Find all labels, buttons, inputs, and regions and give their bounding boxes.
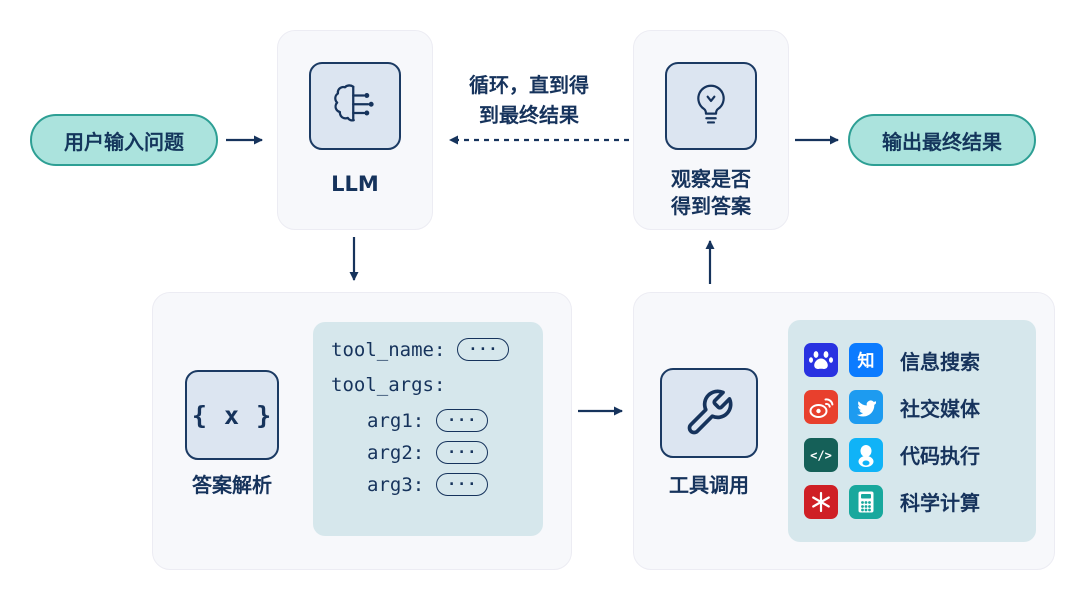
tool-row-label: 代码执行 [900, 444, 980, 469]
tool-args-key: tool_args: [331, 374, 446, 396]
tool-row: 科学计算 [804, 484, 1020, 519]
tool-row-label: 科学计算 [900, 491, 980, 516]
loop-label: 循环，直到得 到最终结果 [438, 70, 620, 130]
parse-label: 答案解析 [192, 473, 272, 497]
tool-row: 社交媒体 [804, 390, 1020, 425]
arg-row: arg1: ··· [367, 409, 525, 432]
tools-panel: 知 信息搜索 社交媒体 </> [788, 320, 1036, 542]
user-input-pill: 用户输入问题 [30, 114, 218, 166]
ellipsis-pill: ··· [436, 473, 489, 496]
observe-icon-box [665, 62, 757, 150]
loop-label-line1: 循环，直到得 [469, 73, 589, 97]
ellipsis-pill: ··· [436, 441, 489, 464]
qq-icon [849, 437, 883, 472]
ellipsis-pill: ··· [457, 338, 510, 361]
ellipsis-pill: ··· [436, 409, 489, 432]
output-label: 输出最终结果 [882, 129, 1002, 154]
tool-row-label: 社交媒体 [900, 396, 980, 421]
brain-circuit-icon [334, 84, 374, 122]
zhihu-icon: 知 [849, 343, 883, 378]
tools-label: 工具调用 [669, 473, 749, 497]
loop-label-line2: 到最终结果 [479, 103, 579, 127]
tool-row: 知 信息搜索 [804, 343, 1020, 378]
observe-label: 观察是否 得到答案 [633, 166, 789, 220]
tools-icon-box [660, 368, 758, 458]
svg-text:知: 知 [857, 351, 875, 372]
arg-row: arg3: ··· [367, 473, 525, 496]
llm-icon-box [309, 62, 401, 150]
wolfram-icon [804, 484, 838, 519]
bluebird-icon [849, 390, 883, 425]
parse-icon-box: { x } [185, 370, 279, 460]
wrench-icon [687, 389, 733, 435]
arg-row: arg2: ··· [367, 441, 525, 464]
observe-label-line2: 得到答案 [671, 194, 751, 218]
code-panel: tool_name: ··· tool_args: arg1: ··· arg2… [313, 322, 543, 536]
lightbulb-icon [697, 84, 725, 124]
tool-name-key: tool_name: [331, 338, 446, 361]
braces-icon: { x } [191, 400, 273, 430]
observe-label-line1: 观察是否 [671, 167, 751, 191]
svg-text:</>: </> [810, 448, 832, 462]
calculator-icon [849, 484, 883, 519]
tool-name-row: tool_name: ··· [331, 338, 525, 361]
arg1-key: arg1: [367, 409, 425, 432]
tool-row-label: 信息搜索 [900, 349, 980, 374]
user-input-label: 用户输入问题 [64, 129, 184, 154]
arg3-key: arg3: [367, 473, 425, 496]
baidu-icon [804, 343, 838, 378]
output-pill: 输出最终结果 [848, 114, 1036, 166]
code-icon: </> [804, 437, 838, 472]
llm-label: LLM [331, 172, 379, 196]
arg2-key: arg2: [367, 441, 425, 464]
tool-args-row: tool_args: [331, 374, 525, 396]
weibo-icon [804, 390, 838, 425]
tool-row: </> 代码执行 [804, 437, 1020, 472]
